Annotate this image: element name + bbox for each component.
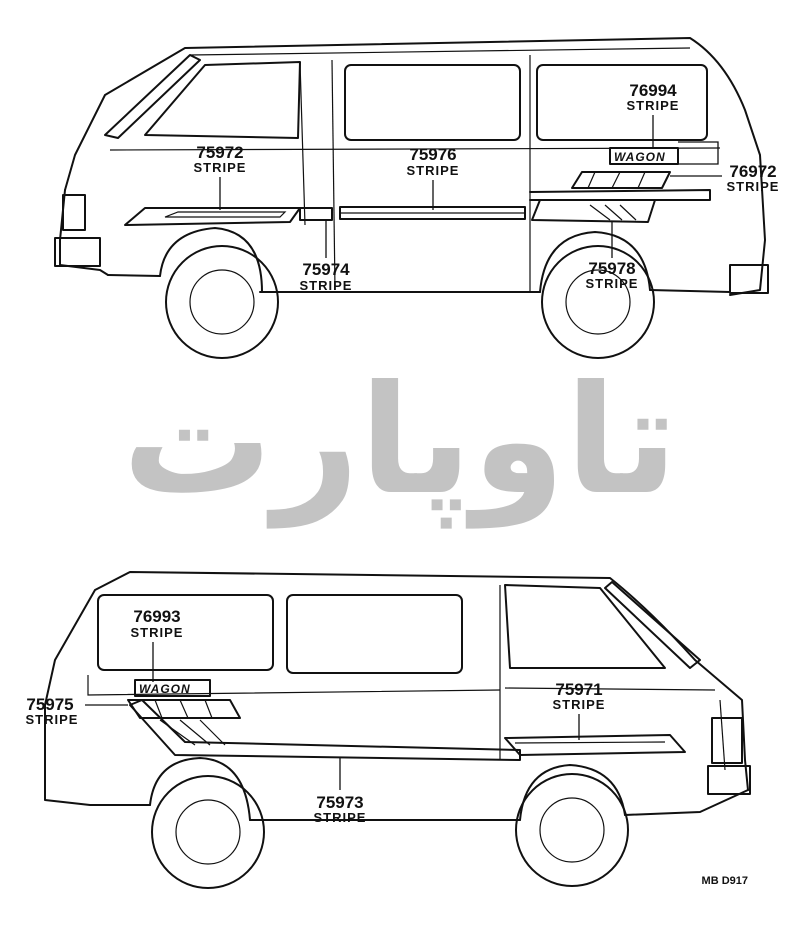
part-number-75973: 75973 bbox=[316, 793, 363, 812]
wagon-badge-bottom: WAGON bbox=[139, 682, 191, 696]
part-number-75976: 75976 bbox=[409, 145, 456, 164]
wagon-badge-top: WAGON bbox=[614, 150, 666, 164]
callout-75974: 75974 STRIPE bbox=[300, 220, 353, 293]
part-number-76972: 76972 bbox=[729, 162, 776, 181]
van-right-side: WAGON bbox=[44, 571, 751, 889]
part-name-76994: STRIPE bbox=[627, 98, 680, 113]
callout-75972: 75972 STRIPE bbox=[194, 143, 247, 210]
part-name-75973: STRIPE bbox=[314, 810, 367, 825]
part-name-75976: STRIPE bbox=[407, 163, 460, 178]
callout-75971: 75971 STRIPE bbox=[553, 680, 606, 740]
part-number-75974: 75974 bbox=[302, 260, 350, 279]
part-number-76993: 76993 bbox=[133, 607, 180, 626]
part-number-75978: 75978 bbox=[588, 259, 635, 278]
part-name-76972: STRIPE bbox=[727, 179, 780, 194]
callout-76972: 76972 STRIPE bbox=[670, 141, 780, 194]
diagram-code: MB D917 bbox=[702, 875, 748, 887]
part-name-75971: STRIPE bbox=[553, 697, 606, 712]
part-name-76993: STRIPE bbox=[131, 625, 184, 640]
part-number-75975: 75975 bbox=[26, 695, 73, 714]
callout-75976: 75976 STRIPE bbox=[407, 145, 460, 210]
van-left-side: WAGON bbox=[54, 37, 769, 359]
part-name-75975: STRIPE bbox=[26, 712, 79, 727]
callout-76993: 76993 STRIPE bbox=[131, 607, 184, 682]
part-number-75971: 75971 bbox=[555, 680, 602, 699]
callout-75978: 75978 STRIPE bbox=[586, 222, 639, 291]
watermark-logo: تاوپارت bbox=[122, 354, 678, 529]
callout-75973: 75973 STRIPE bbox=[314, 758, 367, 825]
part-number-76994: 76994 bbox=[629, 81, 677, 100]
part-name-75978: STRIPE bbox=[586, 276, 639, 291]
part-name-75972: STRIPE bbox=[194, 160, 247, 175]
part-number-75972: 75972 bbox=[196, 143, 243, 162]
callout-75975: 75975 STRIPE bbox=[26, 695, 128, 727]
callout-76994: 76994 STRIPE bbox=[627, 81, 680, 148]
part-name-75974: STRIPE bbox=[300, 278, 353, 293]
